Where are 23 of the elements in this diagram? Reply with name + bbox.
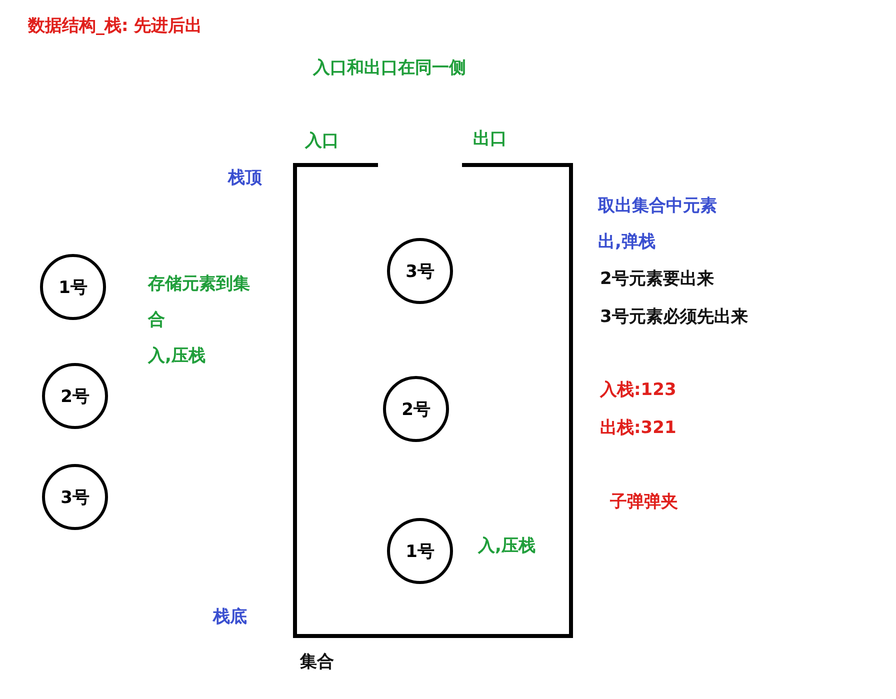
push-note: 存储元素到集合	[148, 273, 251, 332]
heading-note: 入口和出口在同一侧	[313, 57, 466, 80]
pop-note: 取出集合中元素出,弹栈	[598, 195, 718, 254]
container-caption: 集合	[300, 651, 334, 674]
analogy-note: 子弹弹夹	[610, 491, 678, 514]
push-order: 入栈:123	[600, 379, 676, 402]
title: 数据结构_栈: 先进后出	[28, 15, 202, 38]
note: 3号元素必须先出来	[600, 306, 748, 329]
node-label: 1号	[58, 276, 88, 298]
exit-label: 出口	[473, 128, 507, 151]
node-label: 2号	[402, 398, 430, 420]
note: 2号元素要出来	[600, 268, 714, 291]
node-label: 3号	[60, 486, 90, 508]
open-stack-container	[293, 163, 573, 638]
push-note: 入,压栈	[148, 345, 206, 368]
node-label: 3号	[406, 260, 434, 282]
stack-bottom-label: 栈底	[213, 606, 247, 629]
node-label: 2号	[60, 386, 90, 408]
node-label: 1号	[406, 540, 434, 562]
pop-order: 出栈:321	[600, 417, 676, 440]
entry-label: 入口	[305, 130, 339, 153]
push-note: 入,压栈	[478, 535, 536, 558]
stack-top-label: 栈顶	[228, 167, 262, 190]
